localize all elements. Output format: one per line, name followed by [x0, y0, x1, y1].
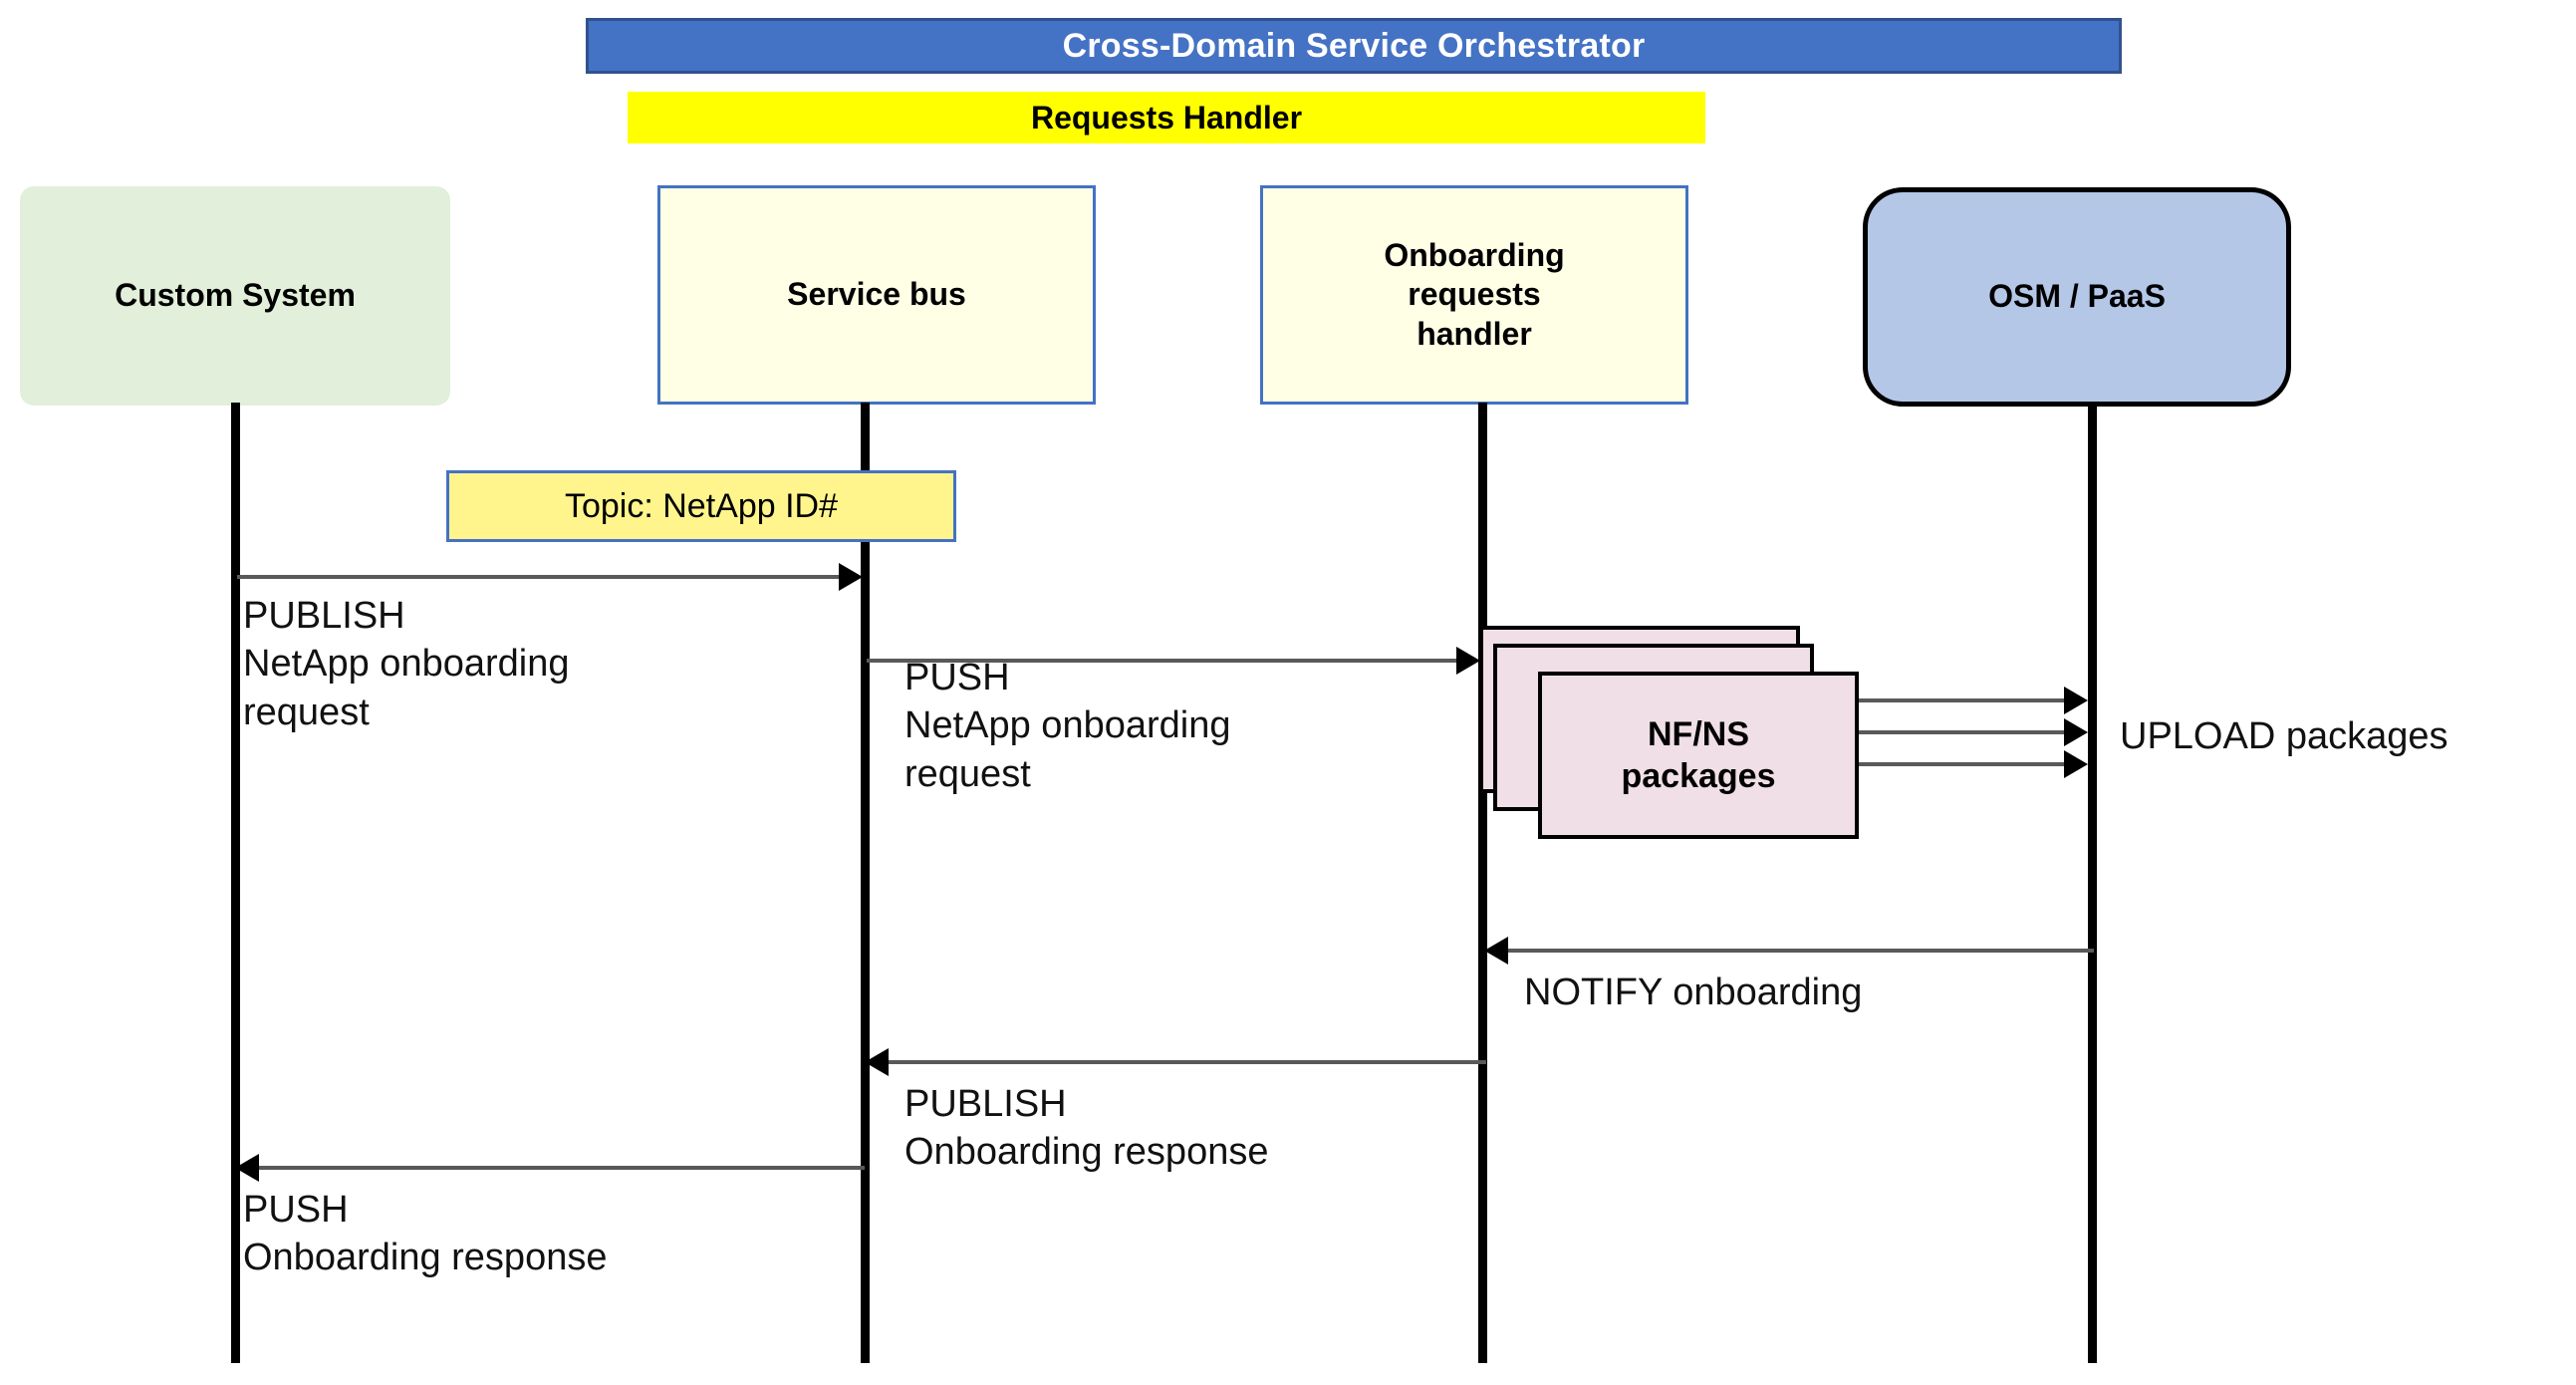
- lifeline-custom-system: [231, 403, 240, 1363]
- lifeline-service-bus: [861, 403, 870, 1363]
- lifeline-osm-paas: [2088, 403, 2097, 1363]
- orchestrator-banner: Cross-Domain Service Orchestrator: [586, 18, 2122, 74]
- requests-handler-banner: Requests Handler: [628, 92, 1705, 143]
- participant-custom-system: Custom System: [20, 186, 450, 406]
- nf-ns-package-front: NF/NS packages: [1538, 672, 1859, 839]
- arrowhead-notify-onboarding: [1484, 937, 1508, 965]
- arrow-notify-onboarding: [1506, 949, 2094, 953]
- arrowhead-upload-packages-1: [2064, 687, 2088, 714]
- note-topic-netapp-id: Topic: NetApp ID#: [446, 470, 956, 542]
- participant-service-bus: Service bus: [657, 185, 1096, 405]
- arrow-push-onboarding-response: [257, 1166, 865, 1170]
- arrowhead-publish-onboarding-response: [865, 1048, 889, 1076]
- label-notify-onboarding: NOTIFY onboarding: [1524, 971, 1863, 1013]
- arrow-upload-packages-2: [1859, 730, 2072, 734]
- arrowhead-push-onboarding-response: [235, 1154, 259, 1182]
- participant-onboarding-requests-handler: Onboarding requests handler: [1260, 185, 1688, 405]
- label-push-onboarding-response: PUSH Onboarding response: [243, 1189, 608, 1279]
- label-publish-onboarding-response: PUBLISH Onboarding response: [904, 1083, 1269, 1174]
- label-publish-netapp-onboarding-request: PUBLISH NetApp onboarding request: [243, 595, 570, 733]
- arrowhead-upload-packages-2: [2064, 718, 2088, 746]
- arrowhead-push-netapp-onboarding-request: [1456, 647, 1480, 675]
- lifeline-onboarding-requests-handler: [1478, 403, 1487, 1363]
- arrow-upload-packages-1: [1859, 698, 2072, 702]
- arrow-publish-netapp-onboarding-request: [237, 575, 843, 579]
- arrow-publish-onboarding-response: [887, 1060, 1486, 1064]
- label-push-netapp-onboarding-request: PUSH NetApp onboarding request: [904, 657, 1231, 795]
- arrow-upload-packages-3: [1859, 762, 2072, 766]
- label-upload-packages: UPLOAD packages: [2120, 715, 2448, 757]
- arrow-push-netapp-onboarding-request: [867, 659, 1460, 663]
- arrowhead-publish-netapp-onboarding-request: [839, 563, 863, 591]
- arrowhead-upload-packages-3: [2064, 750, 2088, 778]
- participant-osm-paas: OSM / PaaS: [1863, 187, 2291, 407]
